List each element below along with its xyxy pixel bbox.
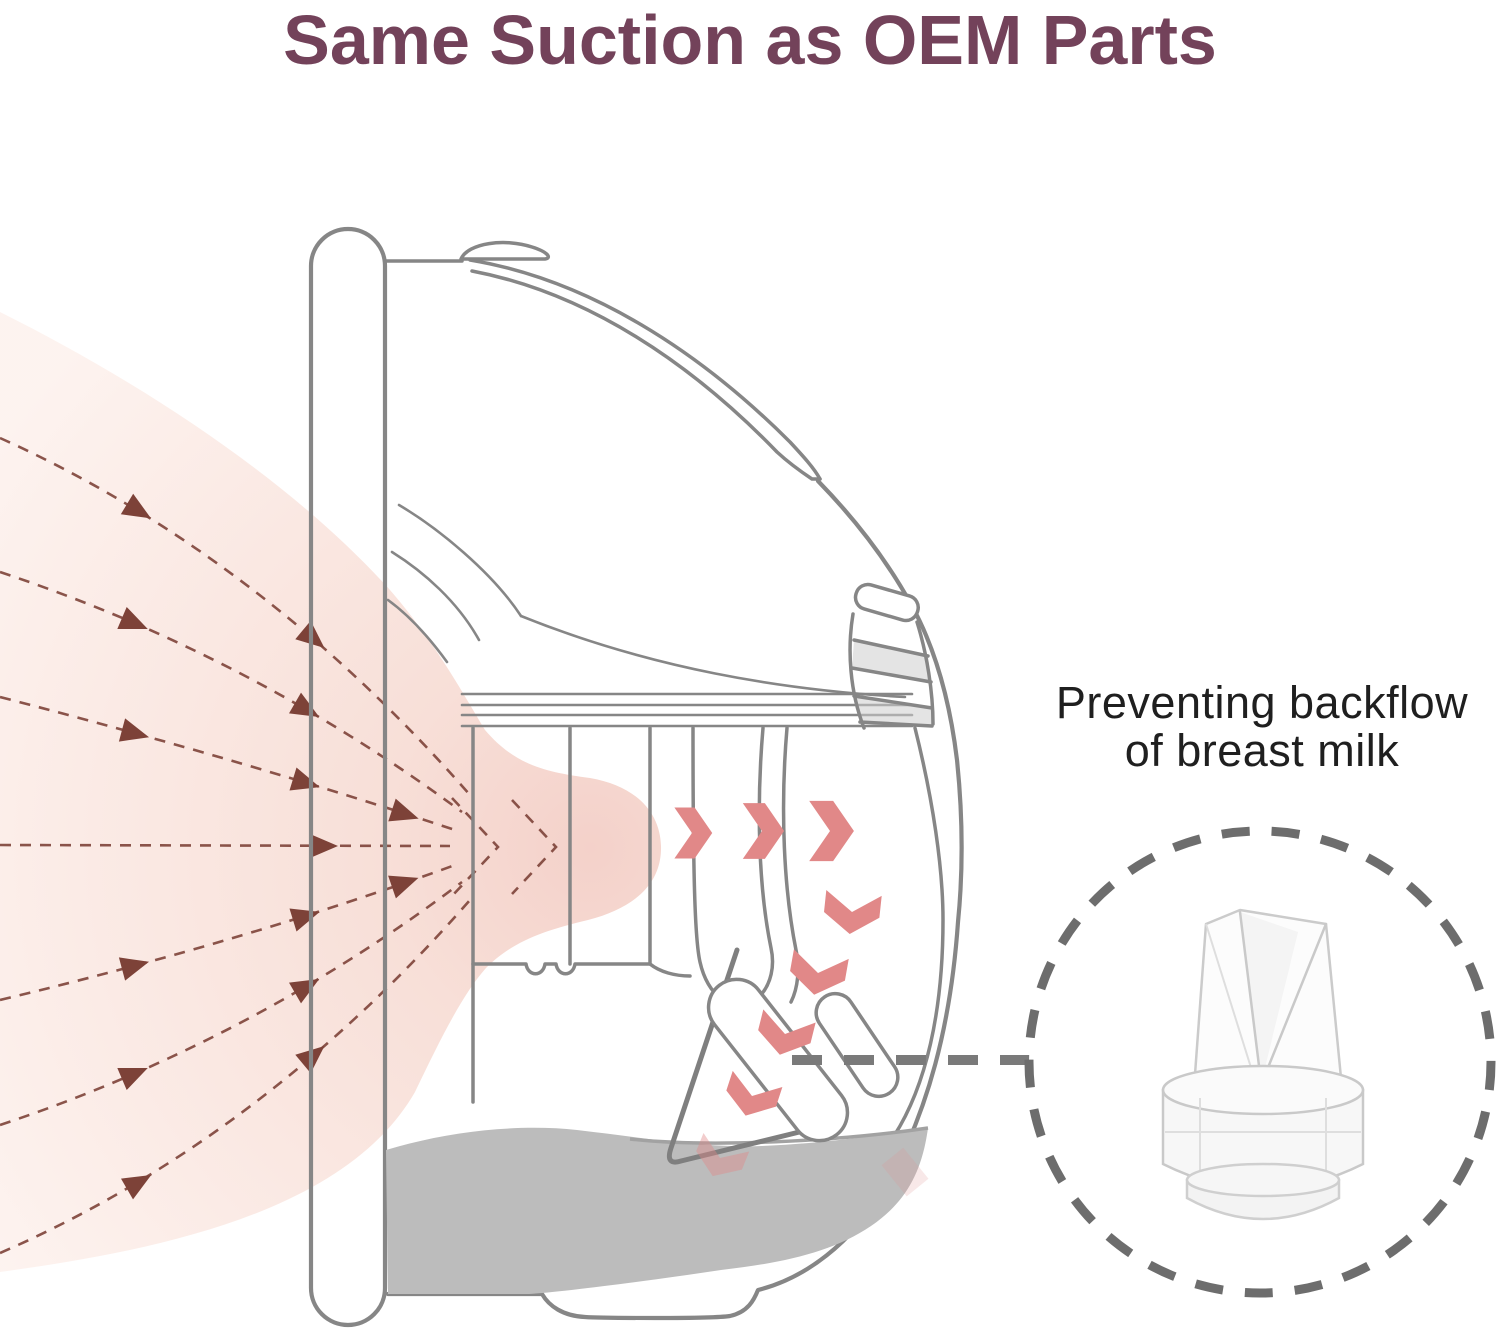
cushion-arc: [397, 503, 523, 618]
suction-streamline: [0, 570, 463, 814]
pump-outer-shell: [384, 240, 964, 1321]
chevron-right-icon: [674, 807, 713, 859]
shell-right-and-bottom: [385, 478, 964, 1321]
diaphragm-band: [460, 692, 914, 728]
valve-bill-crease: [1261, 922, 1328, 1082]
chevron-right-icon: [809, 800, 854, 862]
milk-flow-chevrons: [674, 800, 882, 1186]
suction-convergence-chevron: [451, 797, 500, 897]
rib-rail: [848, 612, 866, 730]
valve-base-lip-rim: [1185, 1162, 1341, 1198]
collected-milk: [386, 1126, 929, 1294]
duckbill-valve-photo: [1161, 908, 1365, 1221]
chamber-wall: [757, 726, 775, 998]
page-title: Same Suction as OEM Parts: [283, 1, 1217, 79]
suction-streamline: [0, 436, 471, 796]
chevron-down-icon: [822, 889, 882, 937]
valve-bill-shade: [1240, 912, 1298, 1080]
cushion-arc: [390, 550, 481, 642]
suction-streamline: [0, 863, 456, 1002]
callout-label-line2: of breast milk: [1125, 725, 1400, 776]
chevron-right-icon: [742, 803, 785, 859]
top-button-bump: [459, 240, 550, 261]
valve-base-facets: [1165, 1098, 1361, 1178]
valve-duckbill-tip: [814, 991, 900, 1099]
rib-rail: [915, 620, 935, 726]
valve-bill-crease: [1238, 910, 1263, 1084]
suction-flow-arrows: [0, 436, 558, 1255]
suction-streamline: [0, 880, 463, 1127]
milk-surface-line: [629, 1126, 929, 1145]
callout-label-line1: Preventing backflow: [1056, 677, 1468, 728]
suction-streamline: [0, 899, 471, 1255]
valve-funnel: [666, 947, 835, 1165]
breast-suction-area: [0, 312, 662, 1272]
tunnel-floor: [471, 962, 692, 978]
rib-shade: [854, 696, 932, 726]
shell-rim-inner: [470, 269, 822, 481]
suction-streamline: [0, 843, 451, 848]
connector-cap: [853, 582, 920, 623]
duckbill-valve-installed: [666, 947, 929, 1197]
flange-cushion-curves: [386, 503, 907, 699]
chamber-wall: [781, 726, 800, 1004]
suction-streamline: [0, 695, 456, 832]
valve-base-rim: [1161, 1064, 1365, 1116]
inner-dome-line: [519, 614, 907, 699]
milk-fill: [386, 1127, 928, 1294]
cushion-arc: [386, 598, 449, 664]
nipple-tunnel-lines: [471, 726, 800, 1104]
flange-plate-outline: [308, 226, 388, 1328]
connector-ribs: [848, 582, 935, 730]
rib-rungs: [850, 638, 934, 728]
suction-convergence-chevron: [511, 799, 558, 895]
tunnel-wall: [691, 726, 724, 1002]
valve-milk-reflection: [881, 1147, 929, 1197]
shell-rim-outer: [468, 258, 822, 481]
valve-bill-crease: [1205, 923, 1254, 1075]
shell-inner-wall: [892, 726, 945, 1138]
